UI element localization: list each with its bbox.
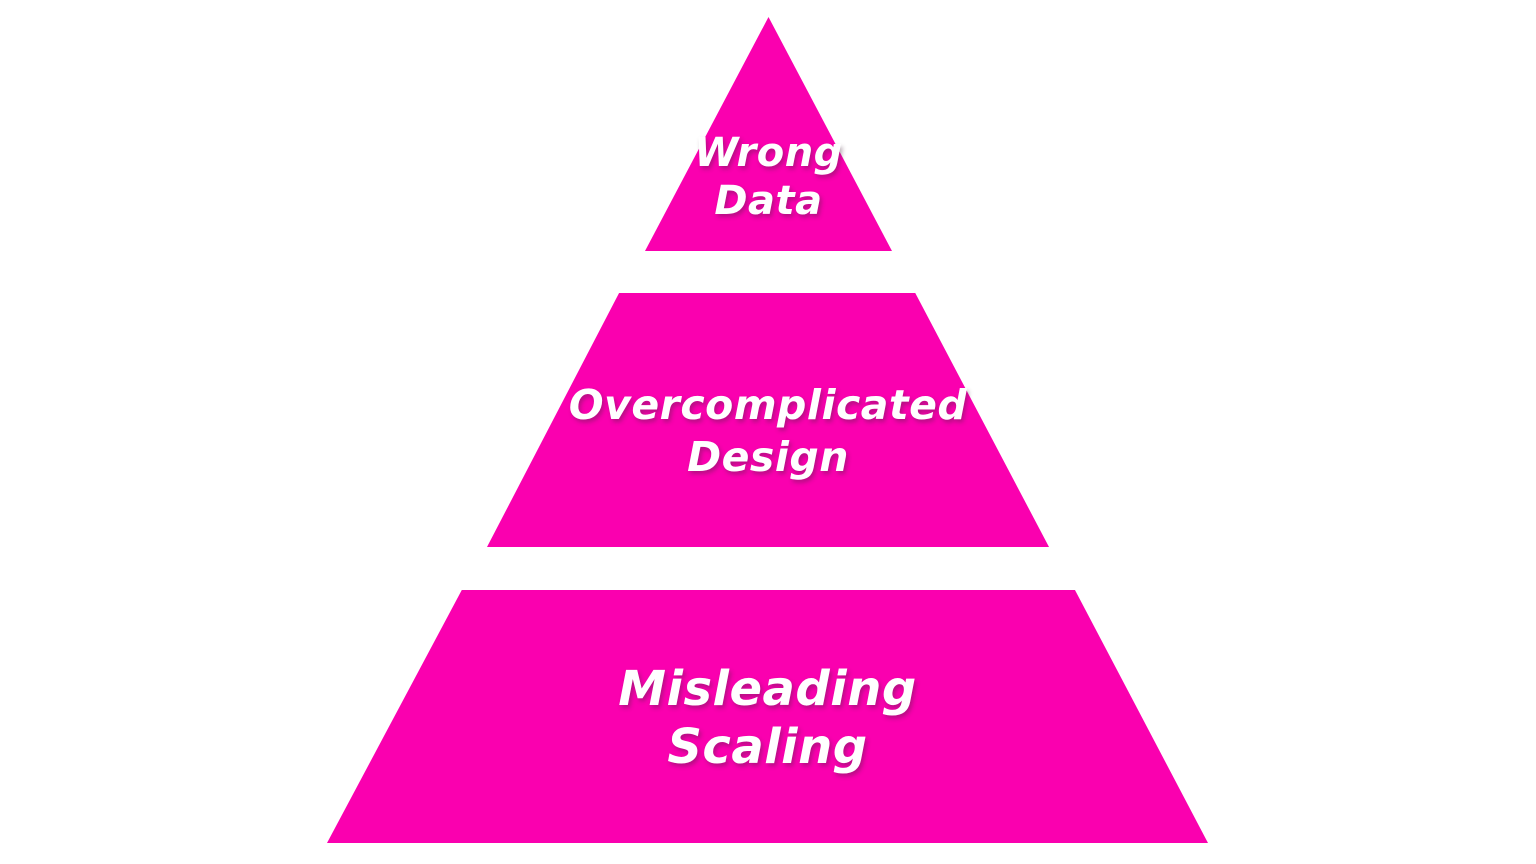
pyramid-tier-overcomplicated-design: Overcomplicated Design [487, 293, 1049, 547]
tier-label-line: Scaling [667, 719, 868, 775]
pyramid-tier-wrong-data: Wrong Data [645, 17, 892, 251]
tier-label-overcomplicated-design: Overcomplicated Design [487, 379, 1049, 483]
tier-label-line: Wrong [694, 130, 843, 176]
pyramid-tier-misleading-scaling: Misleading Scaling [327, 590, 1208, 843]
tier-label-line: Overcomplicated [568, 381, 968, 429]
trapezoid-shape [327, 590, 1208, 843]
tier-label-line: Misleading [618, 661, 917, 717]
tier-label-wrong-data: Wrong Data [645, 129, 892, 225]
tier-label-misleading-scaling: Misleading Scaling [327, 660, 1208, 776]
tier-label-line: Data [714, 178, 823, 224]
tier-label-line: Design [687, 433, 849, 481]
